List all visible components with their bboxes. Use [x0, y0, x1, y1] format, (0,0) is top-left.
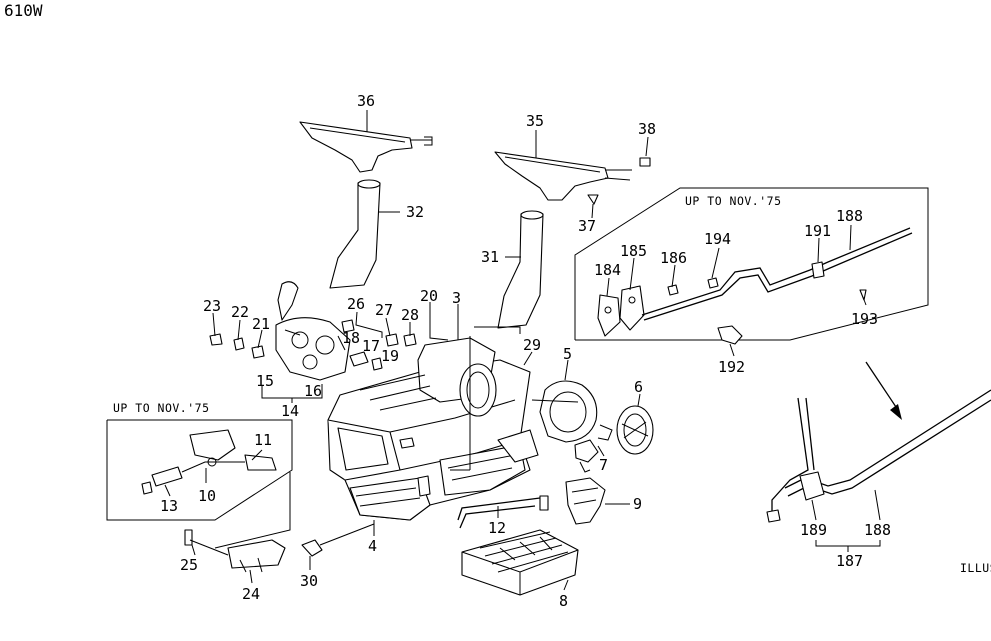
- leader-lines: [164, 110, 881, 591]
- inset-note-right: UP TO NOV.'75: [685, 194, 782, 208]
- part-motor-7: [574, 439, 599, 473]
- callout-6: 6: [634, 378, 643, 396]
- callout-194: 194: [704, 230, 731, 248]
- part-control-cable-inset: [141, 429, 277, 495]
- callout-4: 4: [368, 537, 377, 555]
- inset-frame-left: [106, 419, 293, 521]
- part-9: [565, 477, 606, 525]
- callout-13: 13: [160, 497, 178, 515]
- callout-12: 12: [488, 519, 506, 537]
- callout-15: 15: [256, 372, 274, 390]
- callout-191: 191: [804, 222, 831, 240]
- callout-3: 3: [452, 289, 461, 307]
- parts-27-28: [385, 333, 417, 347]
- inset-frame-right: [574, 187, 929, 341]
- callout-9: 9: [633, 495, 642, 513]
- callout-31: 31: [481, 248, 499, 266]
- callout-21: 21: [252, 315, 270, 333]
- callout-189: 189: [800, 521, 827, 539]
- callout-29: 29: [523, 336, 541, 354]
- callout-25: 25: [180, 556, 198, 574]
- callout-10: 10: [198, 487, 216, 505]
- callout-23: 23: [203, 297, 221, 315]
- callout-188-inset: 188: [836, 207, 863, 225]
- callout-186: 186: [660, 249, 687, 267]
- callout-14: 14: [281, 402, 299, 420]
- part-hose-12: [457, 495, 549, 529]
- parts-18-17-19: [341, 319, 383, 371]
- callout-24: 24: [242, 585, 260, 603]
- part-heater-unit: [327, 337, 539, 521]
- part-22: [233, 337, 245, 351]
- part-25: [184, 529, 193, 546]
- inset-note-left: UP TO NOV.'75: [113, 401, 210, 415]
- callout-192: 192: [718, 358, 745, 376]
- part-duct-32: [329, 179, 381, 289]
- callout-185: 185: [620, 242, 647, 260]
- diagram-code: 610W: [4, 1, 43, 20]
- callout-35: 35: [526, 112, 544, 130]
- callout-32: 32: [406, 203, 424, 221]
- part-fan-6: [616, 405, 654, 455]
- callout-19: 19: [381, 347, 399, 365]
- part-duct-31: [497, 210, 544, 329]
- callout-18: 18: [342, 329, 360, 347]
- callout-38: 38: [638, 120, 656, 138]
- callout-30: 30: [300, 572, 318, 590]
- part-duct-36: [299, 121, 433, 173]
- part-30: [301, 539, 323, 557]
- callout-36: 36: [357, 92, 375, 110]
- callout-20: 20: [420, 287, 438, 305]
- callout-5: 5: [563, 345, 572, 363]
- callout-labels: 36 35 38 32 37 31 188 191 194 186 185 18…: [160, 92, 891, 610]
- callout-11: 11: [254, 431, 272, 449]
- callout-187: 187: [836, 552, 863, 570]
- callout-7: 7: [599, 456, 608, 474]
- part-clip-37: [587, 194, 599, 205]
- callout-184: 184: [594, 261, 621, 279]
- part-blower-case-5: [539, 380, 613, 443]
- callout-26: 26: [347, 295, 365, 313]
- callout-27: 27: [375, 301, 393, 319]
- part-24: [227, 539, 286, 573]
- callout-28: 28: [401, 306, 419, 324]
- callout-16: 16: [304, 382, 322, 400]
- part-23: [209, 333, 223, 346]
- part-cable-187: [766, 389, 991, 523]
- callout-22: 22: [231, 303, 249, 321]
- footer-text: ILLUS: [960, 561, 991, 575]
- direction-arrow: [865, 361, 902, 420]
- part-duct-35: [494, 151, 651, 201]
- part-heater-core-8: [461, 529, 579, 596]
- part-cable-assembly-inset: [597, 227, 913, 345]
- callout-193: 193: [851, 310, 878, 328]
- callout-17: 17: [362, 337, 380, 355]
- callout-188: 188: [864, 521, 891, 539]
- part-control-assembly: [275, 281, 351, 381]
- callout-37: 37: [578, 217, 596, 235]
- callout-8: 8: [559, 592, 568, 610]
